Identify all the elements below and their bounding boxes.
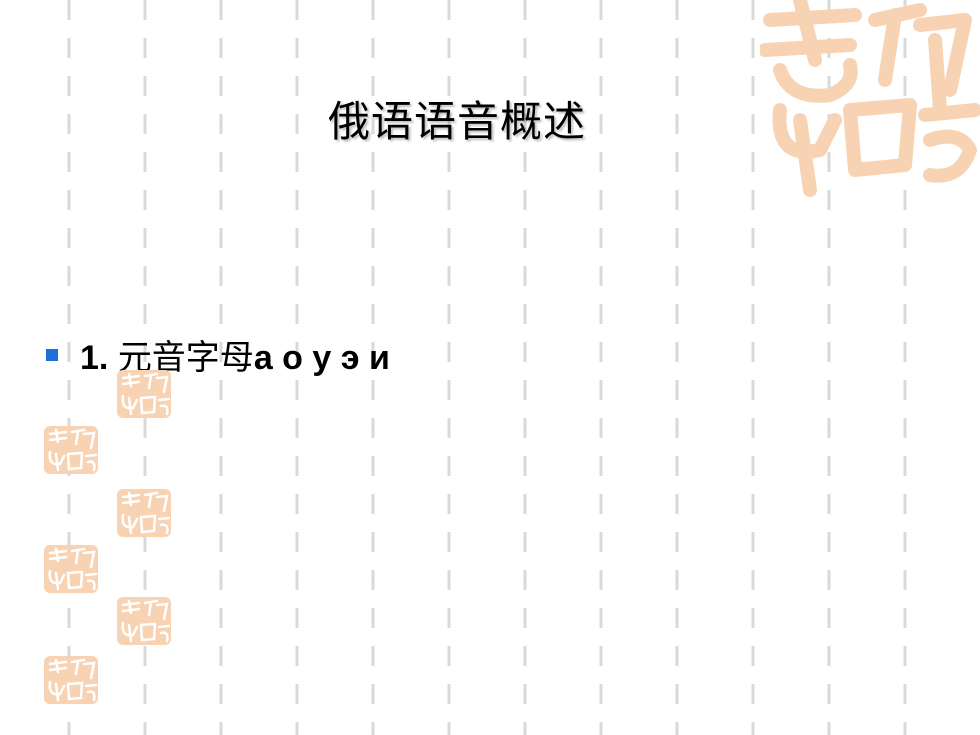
small-seal-icon bbox=[117, 370, 171, 418]
bullet-square-icon bbox=[46, 348, 58, 361]
slide-title: 俄语语音概述 bbox=[327, 97, 586, 146]
small-seal-icon bbox=[44, 426, 98, 474]
small-seal-icon bbox=[44, 545, 98, 593]
small-seal-icon bbox=[44, 656, 98, 704]
bullet-item: 1. 元音字母а о у э и bbox=[46, 330, 390, 379]
corner-seal-icon bbox=[760, 0, 980, 197]
bullet-number: 1. bbox=[80, 339, 109, 377]
small-seal-icon bbox=[117, 597, 171, 645]
small-seal-icon bbox=[117, 489, 171, 537]
bullet-russian-letters: а о у э и bbox=[253, 339, 390, 377]
